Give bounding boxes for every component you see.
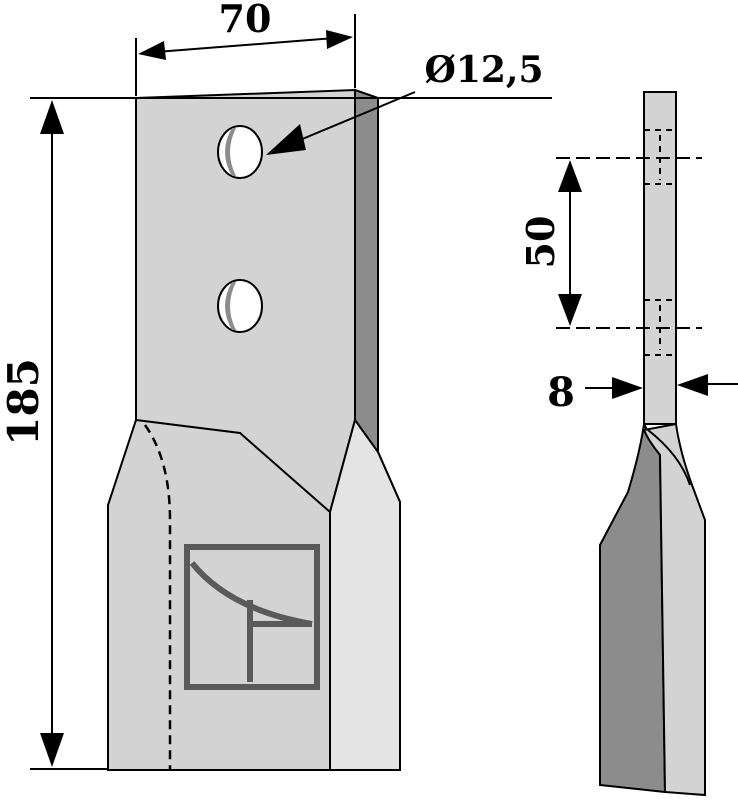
- side-bevel-line: [647, 429, 691, 486]
- side-center-marks: [556, 157, 702, 329]
- side-shank: [643, 91, 677, 425]
- manufacturer-logo-icon: [184, 544, 320, 690]
- hole-leader-arrow: [266, 124, 306, 155]
- height-arrow-bottom: [40, 733, 64, 767]
- hole-leader-line: [299, 91, 416, 141]
- taper-line: [135, 419, 331, 513]
- mounting-hole-lower: [217, 279, 263, 333]
- hole-diameter-label: Ø12,5: [424, 49, 543, 91]
- mounting-hole-upper: [217, 125, 263, 179]
- width-arrow-left: [138, 41, 166, 60]
- width-arrow-right: [326, 30, 353, 49]
- blade-bevel-face: [329, 417, 401, 771]
- spacing-arrow-bottom: [558, 294, 582, 326]
- width-label: 70: [219, 0, 272, 41]
- spacing-arrow-top: [558, 160, 582, 192]
- height-arrow-top: [40, 100, 64, 134]
- width-dimension-line: [155, 37, 336, 53]
- side-blade-dark-face: [599, 420, 667, 794]
- hidden-edge-dashed: [143, 424, 172, 770]
- side-blade-light-face: [642, 422, 706, 797]
- thickness-arrow-right: [677, 374, 708, 396]
- spacing-label: 50: [518, 216, 563, 269]
- thickness-label: 8: [547, 369, 575, 416]
- thickness-arrow-left: [612, 377, 643, 399]
- side-view: 50 8: [518, 91, 738, 797]
- front-view: 70 185 Ø12,5: [0, 0, 552, 771]
- height-label: 185: [0, 358, 48, 446]
